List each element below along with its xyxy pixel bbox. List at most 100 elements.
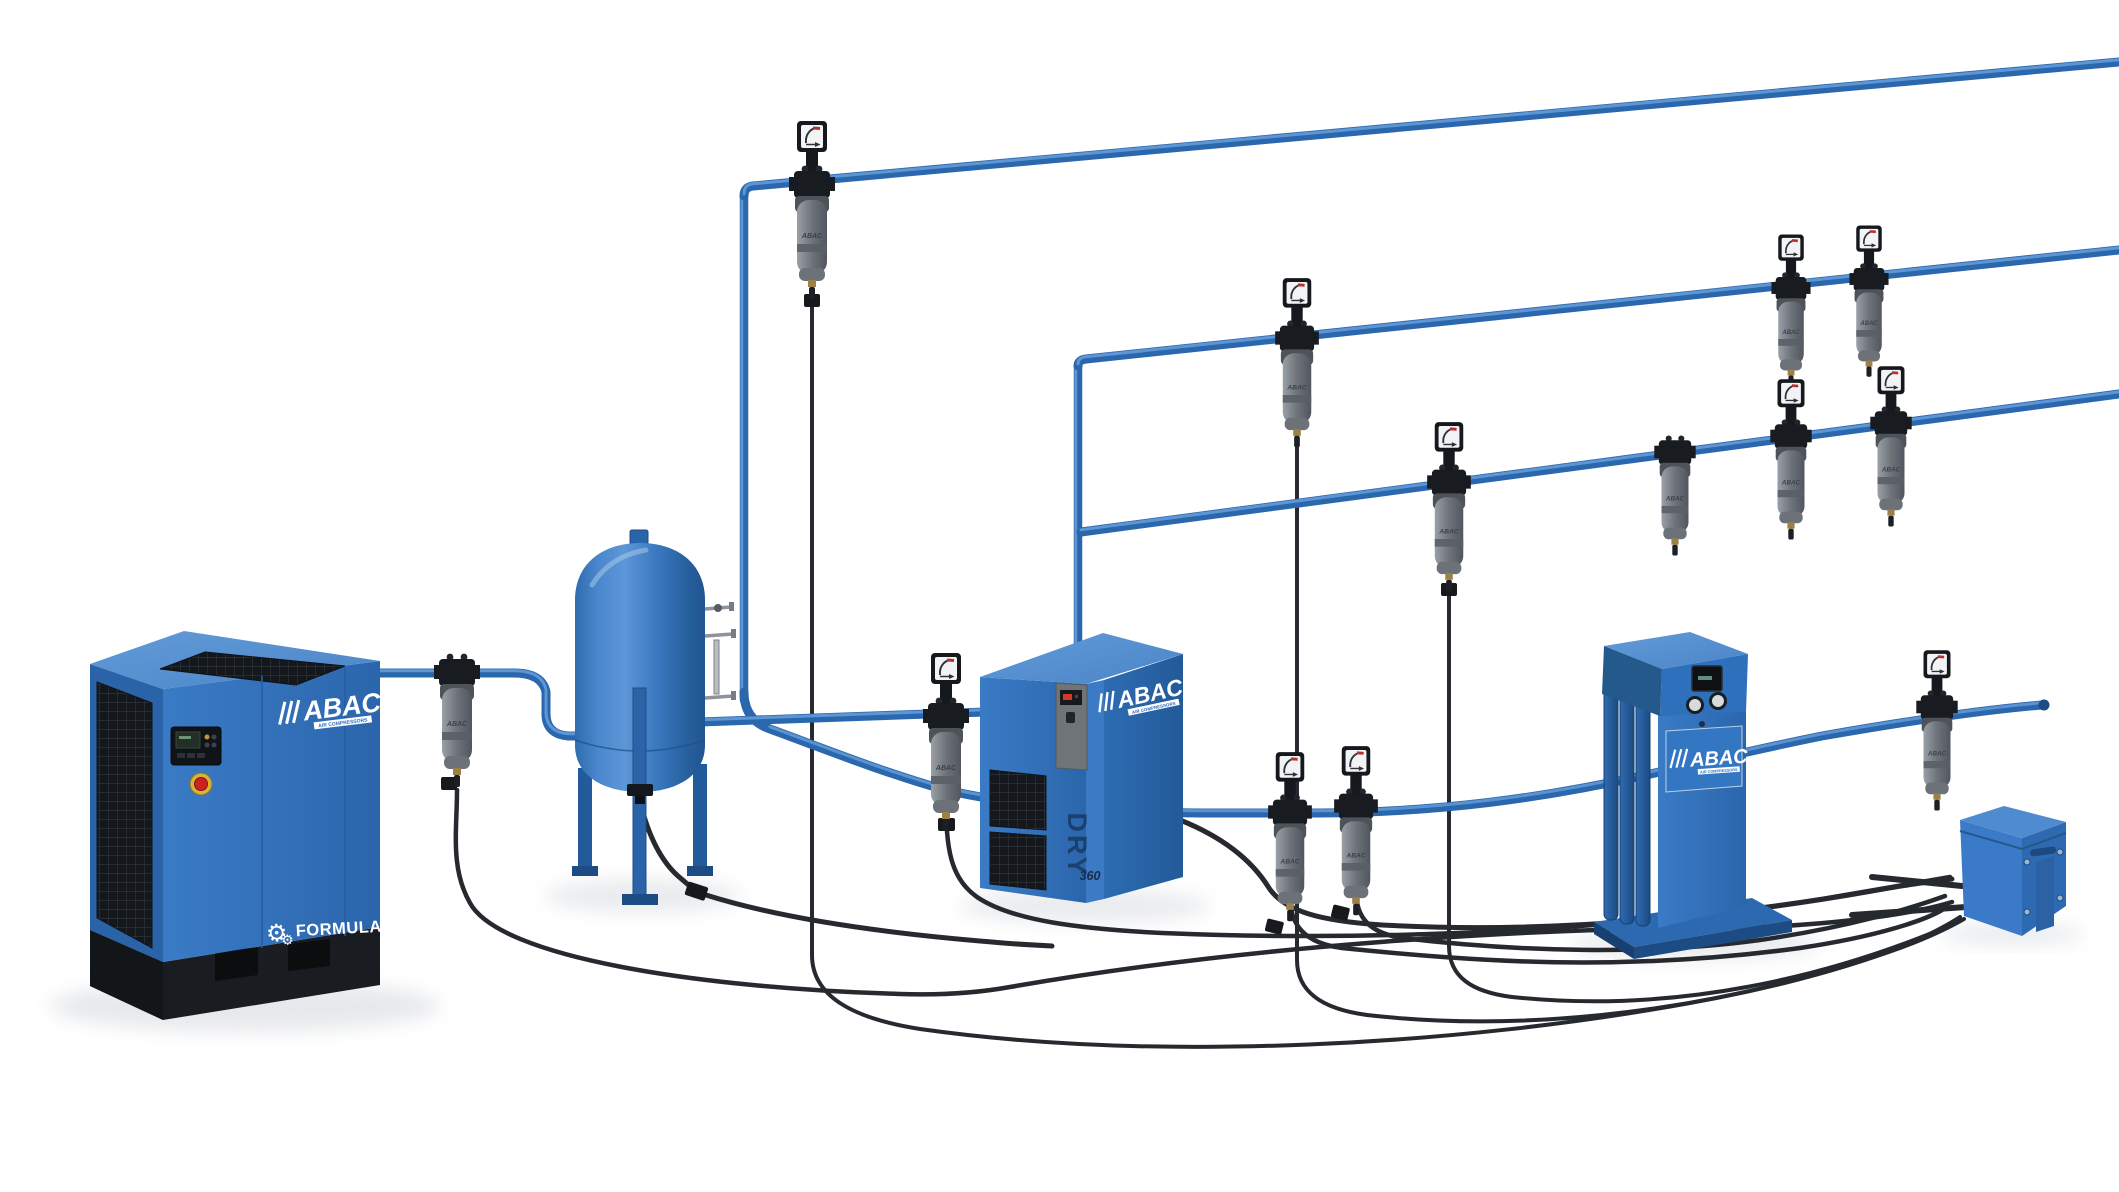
emergency-stop-button <box>194 777 208 791</box>
hose-separator-inlet-upper <box>1869 874 1965 889</box>
dryer-display-dot <box>1075 695 1078 698</box>
dryer-grille-lower <box>989 831 1047 891</box>
screw-compressor: ABAC AIR COMPRESSORS ⚙ ⚙ FORMULA <box>90 631 383 1020</box>
tower-gauge <box>1709 692 1727 710</box>
filter-with-gauge <box>1334 744 1378 916</box>
tower-display-line <box>1698 676 1712 680</box>
separator-top-face <box>1960 806 2066 838</box>
tower-column-tube <box>1635 683 1651 927</box>
tower-gauge <box>1686 696 1704 714</box>
dryer-series-label: DRY <box>1062 812 1092 877</box>
separator-left-face <box>1960 820 2022 936</box>
inline-filter <box>434 653 480 787</box>
pipe-compressor-to-tank <box>373 668 595 741</box>
filter-with-gauge <box>789 119 835 299</box>
tower-brand-tagline: AIR COMPRESSORS <box>1700 768 1738 775</box>
hose-header3-filter-drain <box>1447 590 1934 1004</box>
inline-filter <box>1654 435 1696 556</box>
tank-leg-back-right <box>693 764 707 872</box>
tower-brand-logo: ABAC AIR COMPRESSORS <box>1669 746 1749 775</box>
sight-glass-cap <box>731 629 736 638</box>
pipe-compressor-to-tank-highlight <box>376 669 592 736</box>
mainline-filters <box>1268 744 1378 922</box>
controller-key <box>187 753 195 758</box>
tower-column-tube <box>1619 675 1635 925</box>
tower-head-top <box>1604 632 1748 669</box>
pipe-header-third-highlight <box>1079 390 2119 532</box>
filter-with-gauge <box>1275 276 1319 448</box>
dryer-brand-bar <box>1127 698 1180 716</box>
refrigeration-dryer: DRY 360 ABAC AIR COMPRESSORS <box>980 633 1185 903</box>
dryer-model-label: 360 <box>1080 869 1101 883</box>
filter-with-gauge <box>1770 377 1812 540</box>
pipe-header-second <box>1073 245 2119 371</box>
compressor-top-vent <box>159 651 346 686</box>
compressor-series-label: FORMULA <box>295 918 382 940</box>
pipe-main-line-end-cap <box>2038 699 2050 711</box>
tank-dome-highlight <box>589 547 649 588</box>
brand-hatch-icon <box>1098 690 1115 713</box>
tank-foot <box>687 866 713 876</box>
gear-icon: ⚙ <box>265 920 288 948</box>
hose-dryer-side-drain <box>1177 817 1955 931</box>
dryer-edge-chamfer <box>1086 680 1104 903</box>
dryer-display-digits <box>1063 694 1072 700</box>
sight-glass-valve <box>714 604 722 612</box>
controller-key <box>177 753 185 758</box>
pipe-header-second-highlight <box>1076 246 2119 366</box>
tank-body <box>575 543 705 792</box>
tower-brand-bar <box>1697 766 1740 775</box>
separator-outlet-slot <box>2030 846 2057 857</box>
controller-button <box>204 734 210 740</box>
sight-glass-cap <box>731 691 736 700</box>
dryer-top-face <box>980 633 1183 684</box>
tower-fitting <box>1699 721 1705 727</box>
separator-recess <box>2036 856 2054 932</box>
compressor-pallet-slot-right <box>288 939 330 971</box>
tower-base-left <box>1594 922 1634 959</box>
compressor-brand-bar <box>313 715 373 730</box>
filter-with-gauge <box>1849 224 1889 377</box>
compressor-screen-line <box>179 736 191 739</box>
tank-sight-glass <box>704 602 736 700</box>
compressor-pallet-slot-left <box>215 947 258 981</box>
hose-separator-inlet-lower <box>1849 904 1969 918</box>
compressor-side-grille <box>96 681 153 949</box>
compressor-base-left <box>90 930 163 1020</box>
tank-leg-back-left <box>578 768 592 872</box>
separator-screw <box>2023 858 2031 866</box>
filter-with-gauge <box>923 651 969 831</box>
dryer-grille-upper <box>989 769 1047 831</box>
sight-glass-tube <box>713 639 720 695</box>
tower-column-tube <box>1603 667 1619 921</box>
hose-mainline-filter1-drain <box>1287 893 1945 965</box>
tower-head-left <box>1602 646 1662 716</box>
filter-with-gauge <box>1771 233 1811 386</box>
dryer-right-face <box>1104 654 1183 899</box>
controller-button <box>211 734 217 740</box>
tank-drain-flange <box>627 784 653 796</box>
separator-lid-seam <box>1959 830 2067 851</box>
condensate-separator <box>1959 806 2067 936</box>
tower-brand-plate <box>1665 725 1743 793</box>
filter-with-gauge <box>1916 648 1958 811</box>
separator-screw <box>2056 848 2064 856</box>
hose-header2-filter-drain <box>1295 393 1966 1024</box>
compressor-screen <box>175 731 201 749</box>
compressor-brand-logo: ABAC AIR COMPRESSORS <box>278 687 383 730</box>
compressor-series: ⚙ ⚙ FORMULA <box>265 918 382 948</box>
filter-with-gauge <box>1870 364 1912 527</box>
tower-base-front <box>1634 920 1792 959</box>
tower-base-plate <box>1594 898 1792 947</box>
tank-drain-valve <box>635 796 645 804</box>
tank-foot <box>622 894 658 905</box>
controller-button <box>211 742 217 748</box>
brand-hatch-icon <box>278 699 301 725</box>
sight-glass-cap <box>729 602 734 611</box>
filter-with-gauge <box>1427 420 1471 592</box>
separator-screw <box>2056 894 2064 902</box>
air-receiver-tank <box>572 529 736 905</box>
separator-screw <box>2023 908 2031 916</box>
pipe-header-third <box>1076 389 2119 537</box>
pipe-header-top-highlight <box>742 58 2119 196</box>
